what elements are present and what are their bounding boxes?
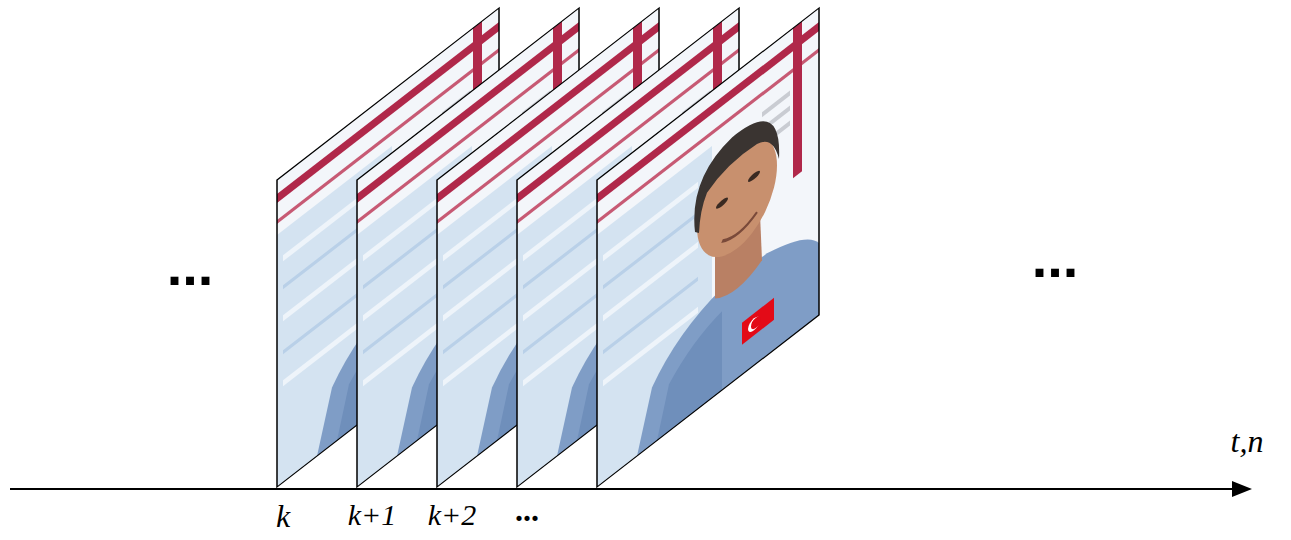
- frame-index: k+1: [348, 500, 397, 530]
- ellipsis-mark: ...: [167, 238, 214, 294]
- frame-index: k: [276, 500, 290, 532]
- axis-label: t,n: [1231, 425, 1264, 457]
- ellipsis-mark: ...: [515, 494, 539, 526]
- axis-arrowhead: [1232, 481, 1252, 497]
- time-axis: [10, 488, 1236, 490]
- video-frame: [597, 8, 819, 487]
- frame-index: k+2: [428, 500, 477, 530]
- ellipsis-mark: ...: [1032, 230, 1079, 286]
